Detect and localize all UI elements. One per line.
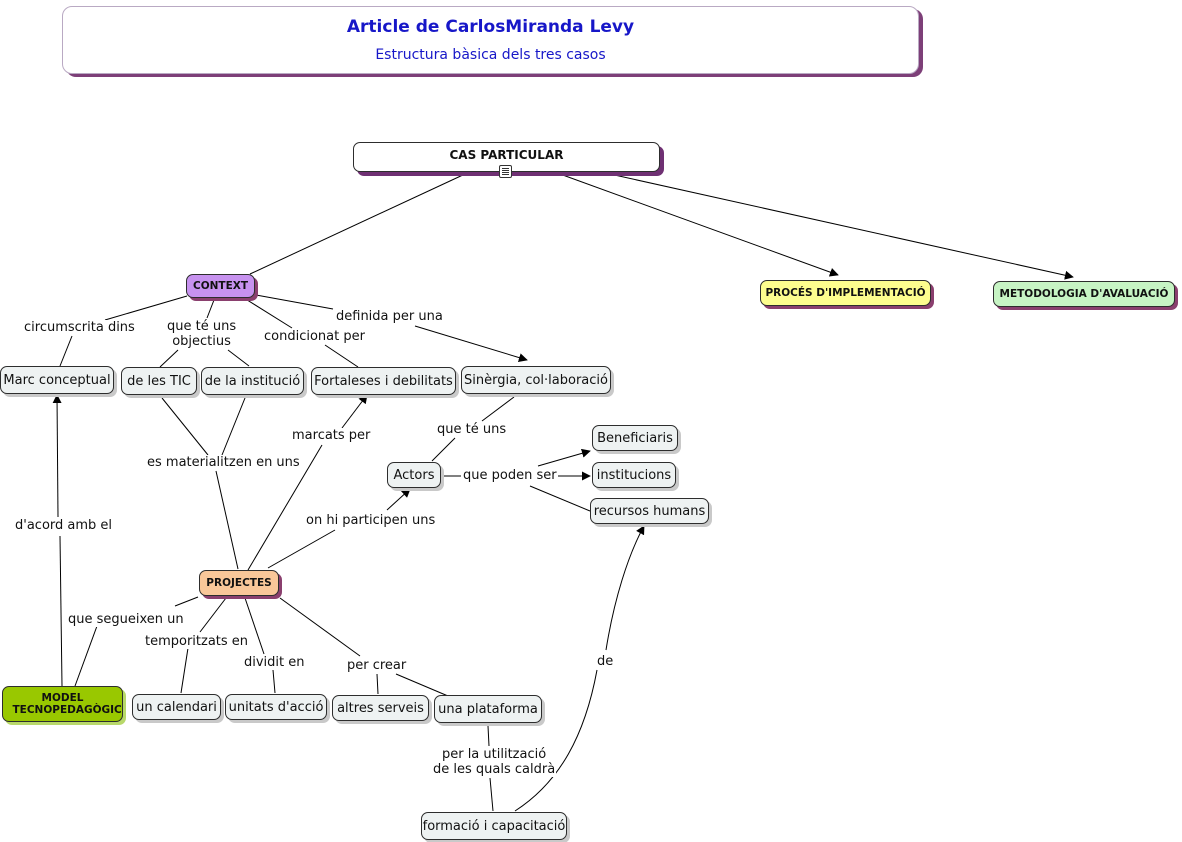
- edge-projectes-crear: [279, 597, 361, 657]
- node-plataforma[interactable]: una plataforma: [434, 695, 542, 723]
- edge-cas-proces: [559, 173, 839, 277]
- node-marc-conceptual[interactable]: Marc conceptual: [0, 366, 114, 394]
- node-sinergia-label: Sinèrgia, col·laboració: [464, 372, 608, 388]
- node-metodologia-avaluacio[interactable]: METODOLOGIA D'AVALUACIÓ: [993, 281, 1175, 307]
- edge-materialitzen-projectes: [215, 470, 239, 570]
- link-de: de: [596, 654, 615, 669]
- node-cas-particular-label: CAS PARTICULAR: [449, 148, 564, 162]
- edge-de-recursos: [605, 525, 645, 651]
- node-recursos-label: recursos humans: [593, 503, 706, 519]
- node-formacio-label: formació i capacitació: [422, 818, 566, 834]
- edge-sinergia-quete: [481, 396, 515, 422]
- edge-projectes-participen: [267, 529, 336, 569]
- link-que-te-uns: que té uns: [436, 422, 508, 437]
- map-title-box: Article de CarlosMiranda Levy Estructura…: [62, 6, 919, 74]
- node-unitats-accio[interactable]: unitats d'acció: [225, 694, 327, 720]
- link-crear: per crear: [346, 658, 408, 673]
- edge-crear-serveis: [376, 673, 379, 695]
- node-recursos-humans[interactable]: recursos humans: [590, 498, 709, 524]
- node-serveis-label: altres serveis: [337, 700, 424, 716]
- node-projectes-label: PROJECTES: [206, 577, 272, 589]
- node-calendari[interactable]: un calendari: [132, 694, 221, 720]
- node-institucions[interactable]: institucions: [592, 462, 676, 488]
- link-circumscrita: circumscrita dins: [23, 320, 136, 335]
- edge-quete-actors: [431, 437, 456, 462]
- link-dividit: dividit en: [243, 655, 306, 670]
- node-projectes[interactable]: PROJECTES: [199, 570, 279, 596]
- node-unitats-label: unitats d'acció: [228, 699, 324, 715]
- edge-crear-plataforma: [395, 673, 449, 697]
- link-definida: definida per una: [335, 309, 444, 324]
- map-subtitle: Estructura bàsica dels tres casos: [375, 47, 606, 63]
- edge-acord-marc: [52, 394, 62, 518]
- edge-projectes-segueixen: [174, 596, 199, 607]
- link-condicionat: condicionat per: [263, 329, 366, 344]
- node-fortaleses[interactable]: Fortaleses i debilitats: [311, 367, 456, 395]
- link-objectius: que té uns objectius: [166, 319, 238, 349]
- node-context[interactable]: CONTEXT: [186, 274, 255, 298]
- node-cas-particular[interactable]: CAS PARTICULAR: [353, 142, 660, 172]
- node-altres-serveis[interactable]: altres serveis: [332, 695, 429, 721]
- node-beneficiaris-label: Beneficiaris: [597, 430, 673, 446]
- node-institucio-label: de la institució: [204, 373, 301, 389]
- edge-institucio-materialitzen: [221, 397, 246, 456]
- edge-formacio-de: [514, 669, 598, 812]
- edge-temporitzats-calendari: [180, 647, 189, 694]
- edge-condicionat-fortaleses: [324, 344, 359, 368]
- node-tic-label: de les TIC: [127, 373, 191, 389]
- node-marc-label: Marc conceptual: [3, 372, 111, 388]
- link-participen: on hi participen uns: [305, 513, 437, 528]
- edge-poden-recursos: [529, 485, 591, 512]
- edge-participen-actors: [386, 488, 411, 511]
- node-beneficiaris[interactable]: Beneficiaris: [592, 425, 678, 451]
- node-institucio[interactable]: de la institució: [201, 367, 304, 395]
- edge-cas-context: [249, 173, 466, 275]
- node-actors[interactable]: Actors: [387, 462, 441, 488]
- map-title: Article de CarlosMiranda Levy: [346, 17, 635, 37]
- edge-marcats-fortaleses: [341, 394, 368, 429]
- edge-plataforma-utilitzacio: [487, 725, 490, 747]
- link-materialitzen: es materialitzen en uns: [146, 455, 301, 470]
- link-marcats: marcats per: [291, 428, 372, 443]
- link-poden-ser: que poden ser: [462, 468, 558, 483]
- edge-context-condicionat: [243, 297, 293, 329]
- edge-projectes-temporitzats: [199, 597, 227, 633]
- edge-context-circ: [104, 295, 188, 321]
- edge-objectius-institucio: [227, 349, 250, 367]
- link-temporitzats: temporitzats en: [144, 634, 250, 649]
- edge-definida-sinergia: [414, 325, 528, 362]
- edge-dividit-unitats: [272, 669, 276, 694]
- node-actors-label: Actors: [393, 467, 435, 483]
- edge-model-acord: [59, 535, 63, 687]
- edge-context-definida: [255, 294, 334, 310]
- node-formacio[interactable]: formació i capacitació: [421, 812, 567, 840]
- edge-cas-metodologia: [609, 173, 1074, 280]
- link-segueixen: que segueixen un: [67, 612, 185, 627]
- node-proces-label: PROCÉS D'IMPLEMENTACIÓ: [765, 287, 926, 299]
- edge-context-objectius: [206, 299, 215, 319]
- edge-circ-marc: [59, 335, 73, 367]
- node-plataforma-label: una plataforma: [438, 701, 538, 717]
- node-tic[interactable]: de les TIC: [121, 367, 197, 395]
- node-institucions-label: institucions: [596, 467, 672, 483]
- node-model-label: MODEL TECNOPEDAGÒGIC: [12, 692, 122, 716]
- link-acord: d'acord amb el: [14, 518, 114, 533]
- edge-tic-materialitzen: [161, 397, 209, 456]
- node-fortaleses-label: Fortaleses i debilitats: [314, 373, 453, 389]
- node-calendari-label: un calendari: [136, 699, 217, 715]
- edge-utilitzacio-formacio: [489, 777, 494, 812]
- node-metodologia-label: METODOLOGIA D'AVALUACIÓ: [999, 288, 1169, 300]
- node-model-tecnopedagogic[interactable]: MODEL TECNOPEDAGÒGIC: [2, 686, 123, 722]
- edge-segueixen-model: [74, 625, 98, 687]
- edge-objectius-tic: [159, 349, 179, 368]
- document-icon[interactable]: [499, 165, 512, 178]
- node-sinergia[interactable]: Sinèrgia, col·laboració: [461, 366, 611, 394]
- edge-poden-beneficiaris: [537, 448, 591, 467]
- link-utilitzacio: per la utilització de les quals caldrà: [432, 747, 557, 777]
- node-context-label: CONTEXT: [192, 280, 248, 292]
- node-proces-implementacio[interactable]: PROCÉS D'IMPLEMENTACIÓ: [760, 280, 931, 306]
